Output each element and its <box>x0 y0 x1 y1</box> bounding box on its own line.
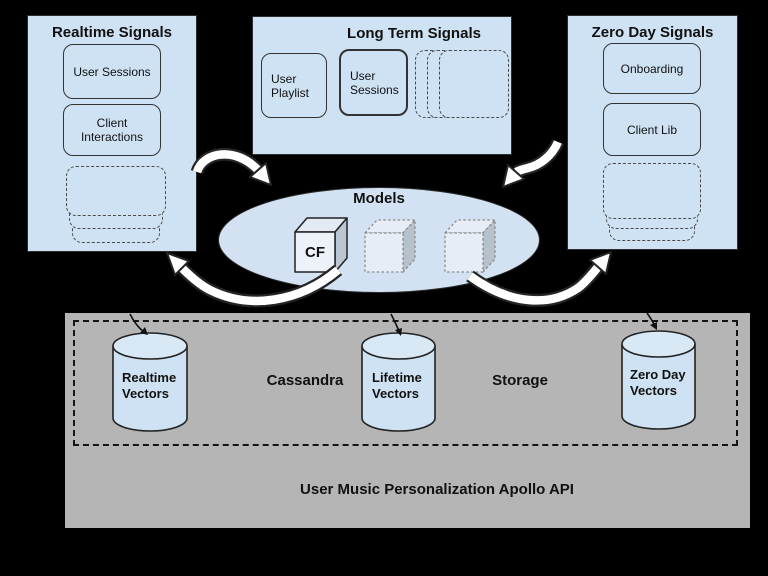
cf-cube-label: CF <box>305 244 325 261</box>
placeholder-slot <box>439 50 509 118</box>
realtime-signals-title: Realtime Signals <box>51 24 173 41</box>
cassandra-label: Cassandra <box>266 372 344 389</box>
lifetime-vectors-label: Lifetime Vectors <box>372 370 422 401</box>
zeroday-signals-box: Zero Day Signals Onboarding Client Lib <box>567 15 738 250</box>
placeholder-slot <box>603 163 701 219</box>
models-title: Models <box>353 190 405 207</box>
node-user-sessions-realtime: User Sessions <box>63 44 161 99</box>
apollo-api-label: User Music Personalization Apollo API <box>300 481 574 498</box>
node-client-lib: Client Lib <box>603 103 701 156</box>
node-onboarding: Onboarding <box>603 43 701 94</box>
longterm-signals-box: Long Term Signals User Playlist User Ses… <box>252 16 512 155</box>
node-user-sessions-longterm: User Sessions <box>339 49 408 116</box>
node-client-interactions: Client Interactions <box>63 104 161 156</box>
storage-dashed-frame <box>73 320 738 446</box>
flow-arrow-realtime-to-models <box>190 148 272 186</box>
longterm-signals-title: Long Term Signals <box>347 25 481 42</box>
zeroday-signals-title: Zero Day Signals <box>591 24 714 41</box>
storage-label: Storage <box>492 372 548 389</box>
node-user-playlist: User Playlist <box>261 53 327 118</box>
zeroday-vectors-label: Zero Day Vectors <box>630 367 686 398</box>
realtime-signals-box: Realtime Signals User Sessions Client In… <box>27 15 197 252</box>
placeholder-slot <box>66 166 166 216</box>
realtime-vectors-label: Realtime Vectors <box>122 370 177 401</box>
